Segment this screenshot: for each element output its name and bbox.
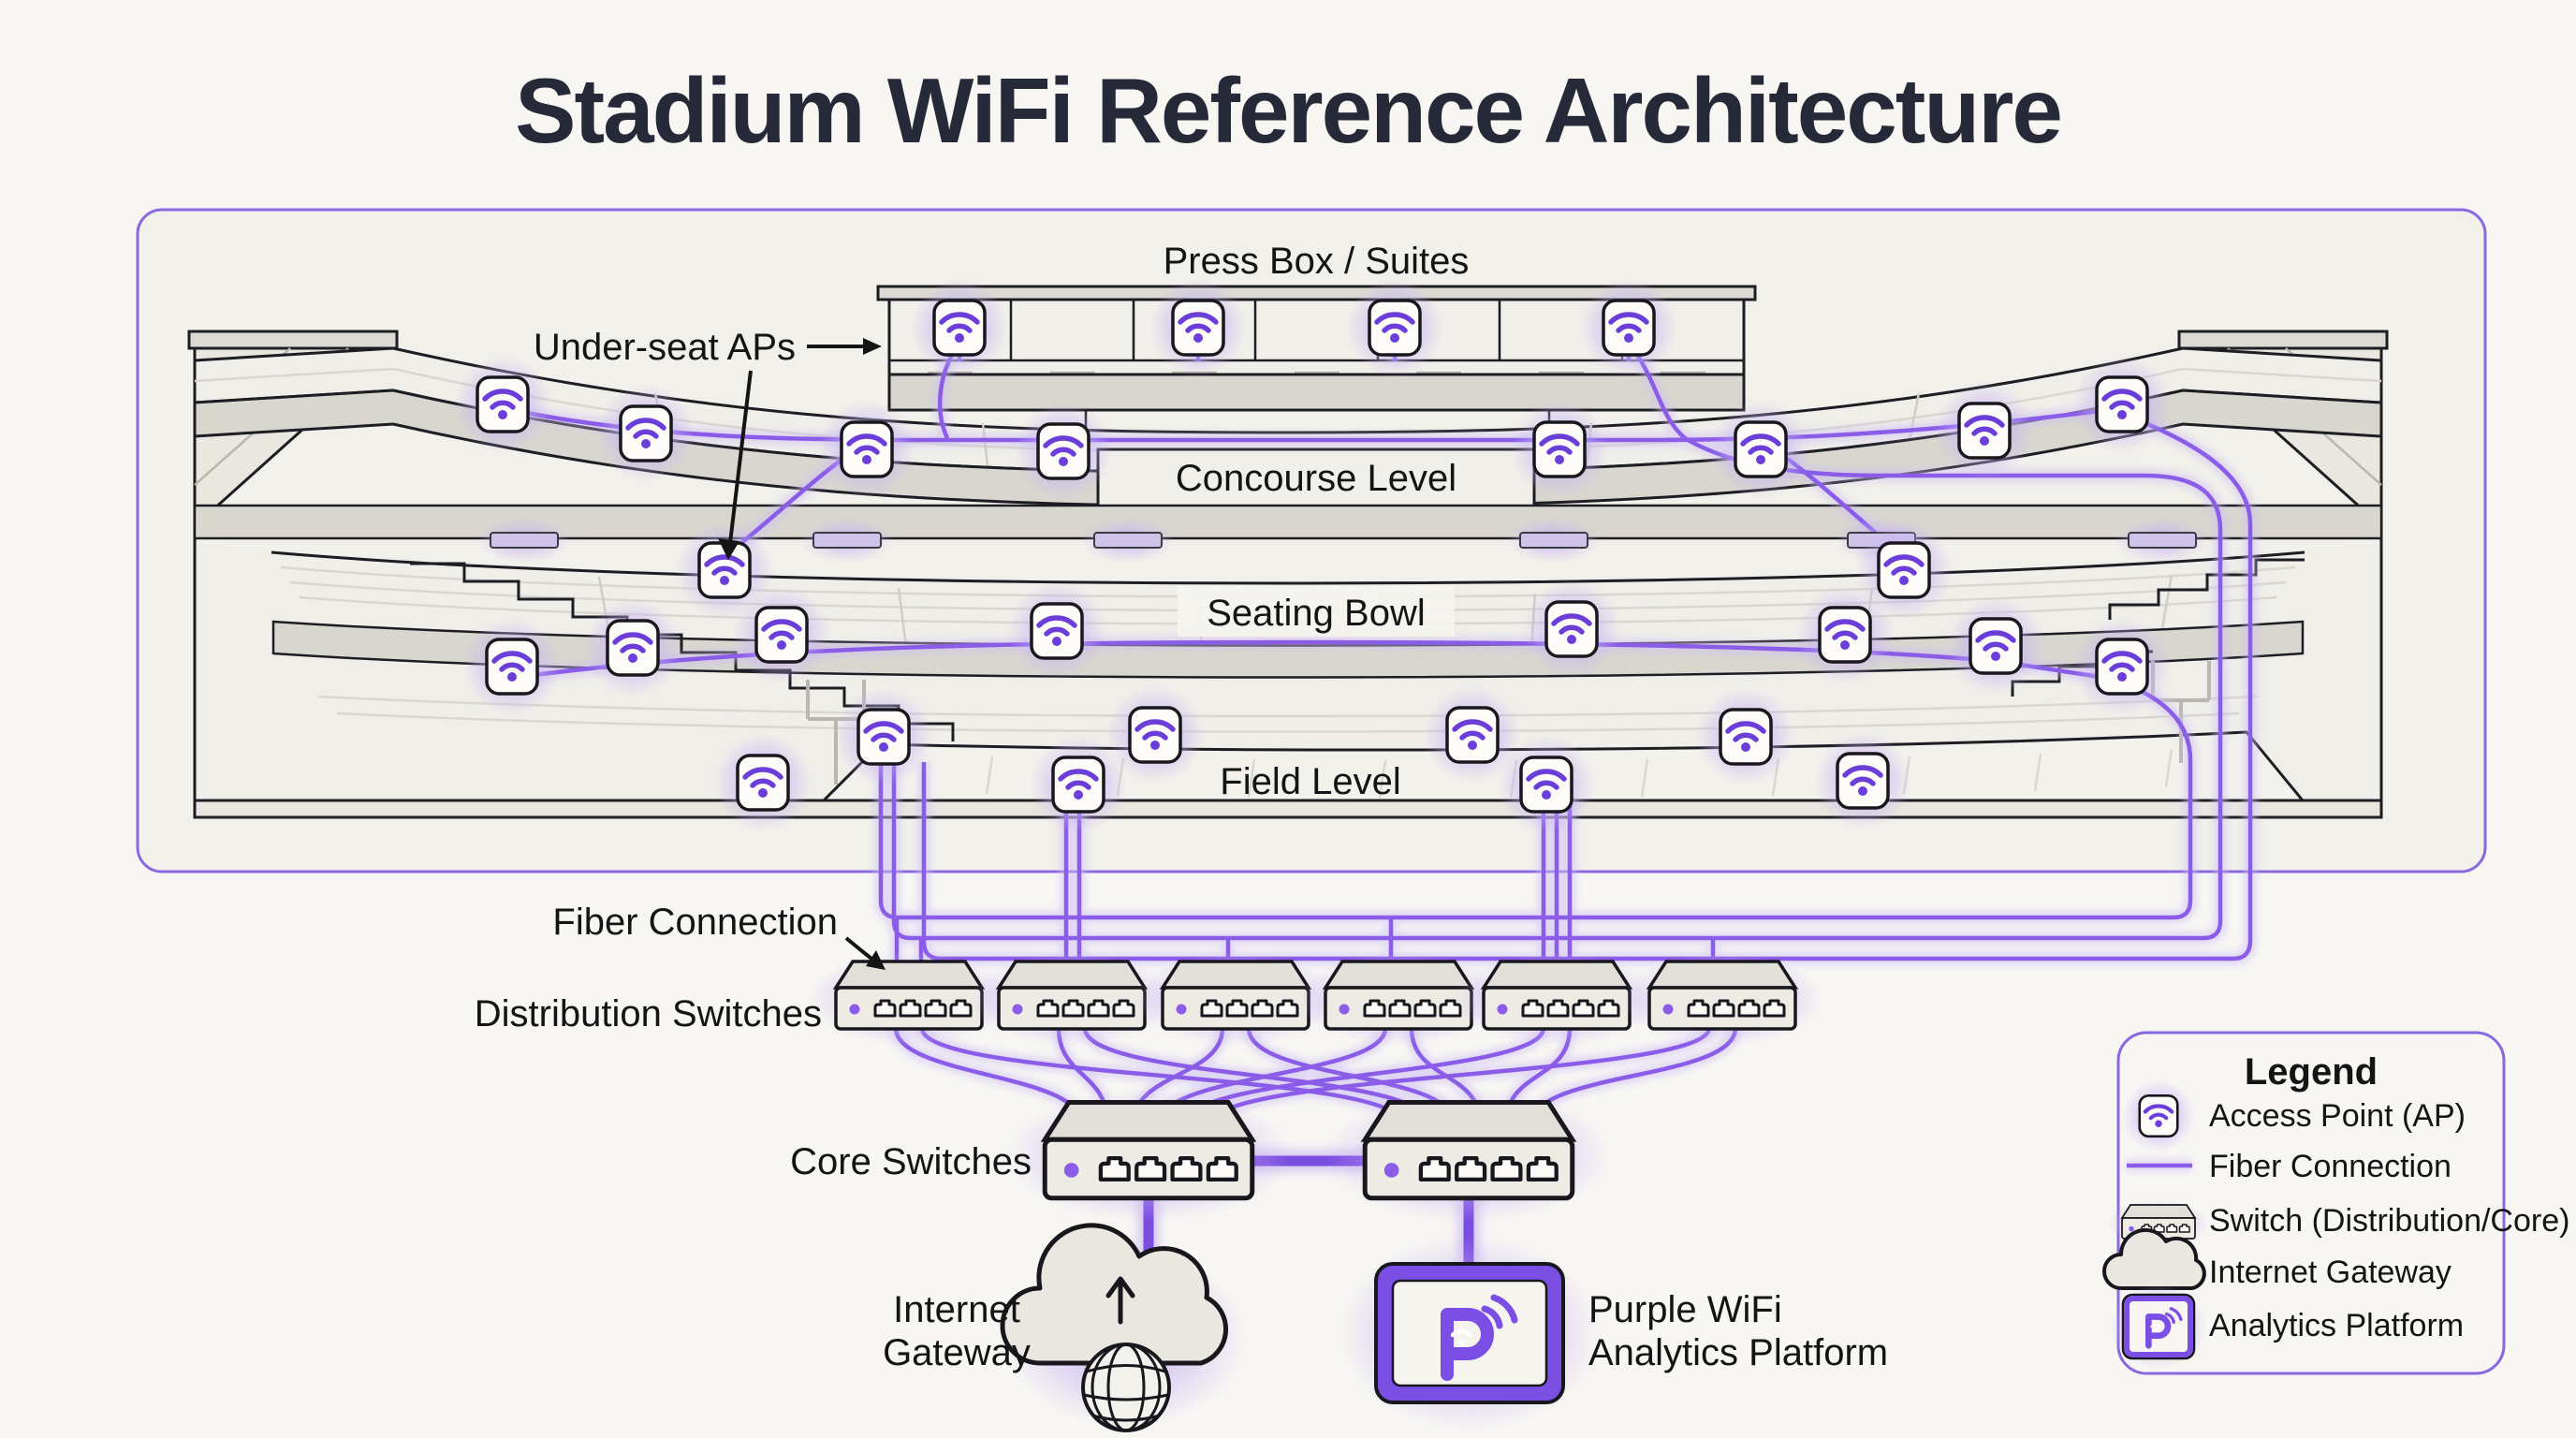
seating-bowl-label: Seating Bowl — [1207, 593, 1425, 634]
core-switch-icon — [1005, 1089, 1293, 1222]
access-point-icon — [1498, 736, 1595, 833]
analytics-platform-icon — [2110, 1284, 2207, 1369]
access-point-icon — [911, 279, 1008, 376]
analytics-label-line2: Analytics Platform — [1588, 1332, 1888, 1373]
analytics-platform-icon — [1339, 1235, 1601, 1431]
press-box-label: Press Box / Suites — [1164, 241, 1470, 282]
access-point-icon — [463, 618, 561, 715]
internet-gateway-icon — [1000, 1223, 1248, 1432]
analytics-label-line1: Purple WiFi — [1588, 1289, 1782, 1330]
access-point-icon — [1511, 401, 1608, 498]
distribution-switch-icon — [1621, 952, 1823, 1046]
access-point-icon — [1149, 279, 1247, 376]
internet-gateway-label-line1: Internet — [893, 1289, 1020, 1330]
access-point-icon — [818, 401, 915, 498]
legend-box — [2116, 1031, 2506, 1375]
distribution-switches-label: Distribution Switches — [475, 993, 822, 1034]
access-point-icon — [1015, 403, 1112, 500]
core-switches-label: Core Switches — [790, 1141, 1032, 1182]
legend-item-label: Internet Gateway — [2209, 1255, 2452, 1290]
access-point-icon — [1712, 401, 1809, 498]
access-point-icon — [1947, 597, 2044, 695]
access-point-icon — [2073, 618, 2171, 715]
legend-item-label: Fiber Connection — [2209, 1149, 2452, 1184]
access-point-icon — [1936, 382, 2033, 479]
legend-item-label: Access Point (AP) — [2209, 1098, 2466, 1134]
legend-item-label: Switch (Distribution/Core) — [2209, 1203, 2569, 1239]
legend-item-label: Analytics Platform — [2209, 1308, 2464, 1343]
access-point-icon — [584, 599, 681, 697]
access-point-icon — [1346, 279, 1443, 376]
seating-bowl-label-panel — [1178, 586, 1455, 637]
access-point-icon — [1580, 279, 1677, 376]
legend-title: Legend — [2245, 1051, 2378, 1093]
legend: Legend Access Point (AP) Fiber Connectio… — [2102, 1031, 2569, 1375]
distribution-switches — [808, 952, 1823, 1046]
concourse-level-label: Concourse Level — [1176, 458, 1456, 499]
core-switch-icon — [1325, 1089, 1613, 1222]
under-seat-aps-label: Under-seat APs — [534, 327, 796, 368]
access-point-icon — [1008, 582, 1105, 680]
access-point-icon — [1814, 732, 1911, 829]
fiber-connection-label: Fiber Connection — [552, 902, 838, 943]
under-seat-arrow-down — [728, 370, 753, 544]
access-point-icon — [1030, 736, 1127, 833]
under-seat-arrowhead-right — [863, 338, 882, 355]
labels: Stadium WiFi Reference Architecture Pres… — [475, 59, 2063, 1373]
internet-gateway-label-line2: Gateway — [883, 1332, 1031, 1373]
field-level-label: Field Level — [1220, 761, 1400, 802]
access-point-icon — [2073, 356, 2171, 453]
page-title: Stadium WiFi Reference Architecture — [515, 59, 2061, 162]
access-point-icon — [597, 385, 695, 482]
access-point-icon — [454, 356, 551, 453]
access-point-icon — [835, 688, 932, 785]
access-point-icon — [1796, 586, 1894, 683]
fiber-arrowhead — [866, 950, 886, 970]
access-point-icon — [733, 586, 830, 683]
access-point-icon — [2122, 1079, 2195, 1152]
access-point-icon — [714, 734, 812, 831]
access-point-icon — [1697, 688, 1794, 785]
under-seat-arrowhead-down — [718, 538, 739, 560]
access-point-icon — [1523, 580, 1620, 678]
